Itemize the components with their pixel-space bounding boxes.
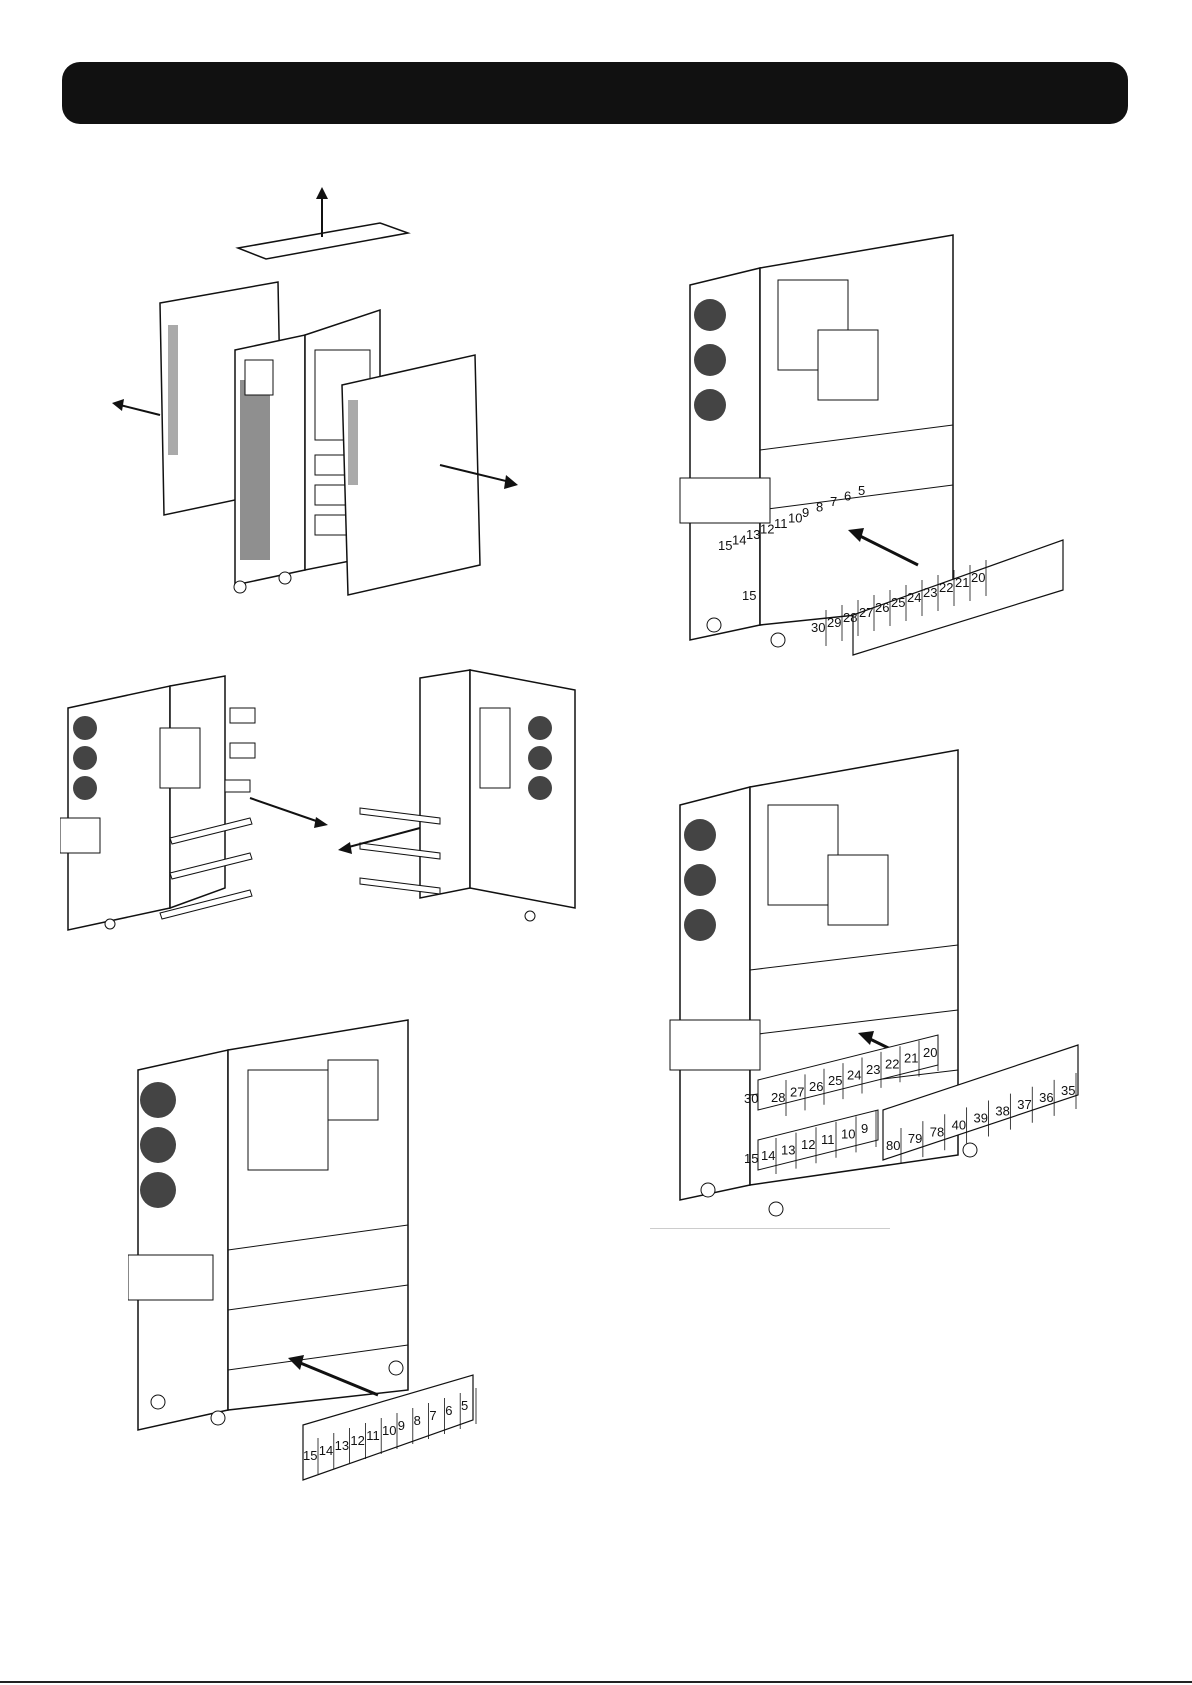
battery-number-label: 38 <box>995 1104 1009 1119</box>
battery-number-label: 13 <box>781 1143 795 1158</box>
battery-number-label: 15 <box>303 1448 317 1463</box>
battery-number-label: 24 <box>847 1068 861 1083</box>
page-bottom-rule <box>0 1681 1192 1683</box>
battery-number-label: 6 <box>844 489 851 504</box>
label-15: 15 <box>744 1151 758 1166</box>
label-30: 30 <box>744 1091 758 1106</box>
figure-battery-insert-full: 30 15 28 27 26 25 24 23 22 21 20 14 13 12 11 10 9 80 7… <box>668 735 1088 1225</box>
battery-number-label: 12 <box>801 1137 815 1152</box>
battery-number-label: 24 <box>907 590 921 605</box>
battery-number-label: 27 <box>859 605 873 620</box>
battery-number-label: 28 <box>843 610 857 625</box>
battery-number-label: 27 <box>790 1084 804 1099</box>
battery-number-label: 22 <box>939 580 953 595</box>
battery-number-label: 29 <box>827 615 841 630</box>
battery-number-label: 25 <box>828 1073 842 1088</box>
battery-number-label: 26 <box>875 600 889 615</box>
battery-number-label: 10 <box>382 1423 396 1438</box>
battery-number-label: 35 <box>1061 1083 1075 1098</box>
battery-number-label: 6 <box>445 1403 452 1418</box>
battery-number-label: 9 <box>861 1121 868 1136</box>
label-15: 15 <box>742 588 756 603</box>
battery-number-label: 23 <box>923 585 937 600</box>
battery-number-label: 21 <box>904 1051 918 1066</box>
battery-number-label: 9 <box>802 505 809 520</box>
battery-number-label: 13 <box>335 1438 349 1453</box>
battery-number-label: 21 <box>955 575 969 590</box>
battery-number-label: 10 <box>841 1126 855 1141</box>
battery-number-label: 39 <box>974 1111 988 1126</box>
battery-number-label: 5 <box>461 1398 468 1413</box>
section-header-bar <box>62 62 1128 124</box>
battery-number-label: 7 <box>830 494 837 509</box>
battery-number-label: 26 <box>809 1079 823 1094</box>
battery-number-label: 11 <box>774 516 788 531</box>
battery-number-label: 28 <box>771 1090 785 1105</box>
battery-number-label: 13 <box>746 527 760 542</box>
battery-number-label: 23 <box>866 1062 880 1077</box>
battery-number-label: 20 <box>923 1045 937 1060</box>
battery-number-label: 36 <box>1039 1090 1053 1105</box>
figure-bracket-removal <box>60 668 580 933</box>
battery-number-label: 37 <box>1017 1097 1031 1112</box>
battery-number-label: 14 <box>319 1443 333 1458</box>
battery-number-label: 12 <box>350 1433 364 1448</box>
battery-number-label: 11 <box>366 1428 380 1443</box>
battery-number-label: 12 <box>760 522 774 537</box>
battery-number-label: 78 <box>930 1124 944 1139</box>
battery-number-label: 14 <box>761 1148 775 1163</box>
battery-number-label: 11 <box>821 1132 835 1147</box>
battery-number-label: 15 <box>718 538 732 553</box>
battery-number-label: 8 <box>816 500 823 515</box>
battery-number-label: 25 <box>891 595 905 610</box>
battery-number-label: 7 <box>429 1408 436 1423</box>
battery-number-label: 20 <box>971 570 985 585</box>
figure-divider-line <box>650 1228 890 1229</box>
battery-number-label: 8 <box>414 1413 421 1428</box>
battery-number-label: 10 <box>788 511 802 526</box>
battery-number-label: 5 <box>858 483 865 498</box>
figure-panel-removal <box>110 185 530 605</box>
battery-number-label: 9 <box>398 1418 405 1433</box>
battery-number-label: 40 <box>952 1117 966 1132</box>
battery-number-label: 22 <box>885 1056 899 1071</box>
battery-number-label: 30 <box>811 620 825 635</box>
battery-number-label: 79 <box>908 1131 922 1146</box>
battery-number-label: 80 <box>886 1138 900 1153</box>
battery-number-label: 14 <box>732 533 746 548</box>
